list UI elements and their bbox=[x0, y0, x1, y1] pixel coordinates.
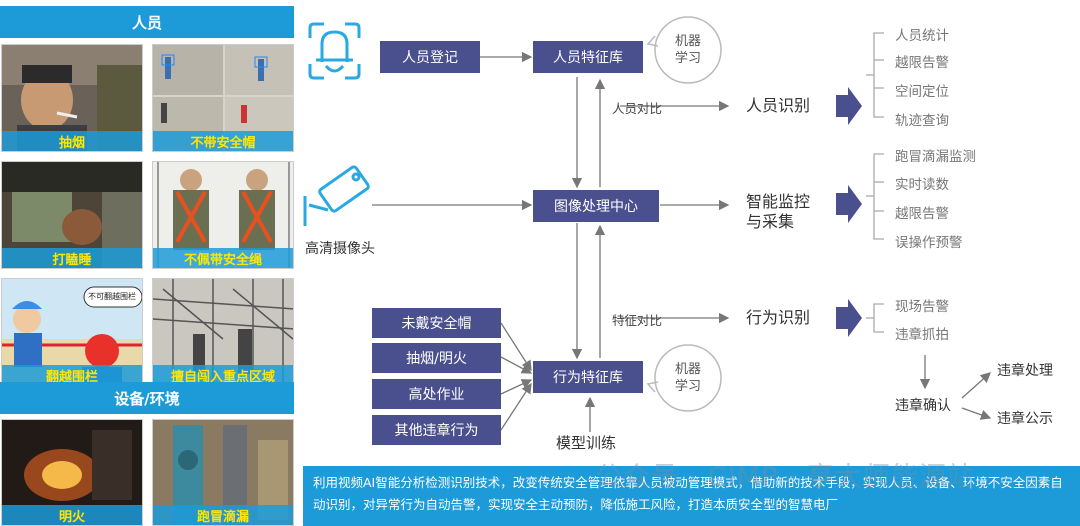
photo-smoking[interactable]: 抽烟 bbox=[1, 44, 143, 152]
big-arrow-behavior bbox=[836, 299, 862, 337]
photo-climb-fence[interactable]: 不可翻越围栏 翻越围栏 bbox=[1, 278, 143, 386]
photo-intrusion[interactable]: 擅自闯入重点区域 bbox=[152, 278, 294, 386]
behavior-output-0: 现场告警 bbox=[895, 299, 949, 315]
camera-label: 高清摄像头 bbox=[305, 241, 375, 257]
photo-no-harness[interactable]: 不佩带安全绳 bbox=[152, 161, 294, 269]
smoking-scene-image bbox=[2, 45, 142, 151]
photo-leak[interactable]: 跑冒滴漏 bbox=[152, 419, 294, 526]
photo-caption: 不佩带安全绳 bbox=[153, 248, 293, 268]
speech-bubble-text: 不可翻越围栏 bbox=[88, 292, 136, 301]
ml-label-bottom: 机器 学习 bbox=[674, 362, 701, 394]
feature-compare-label: 特征对比 bbox=[612, 313, 663, 328]
face-scan-icon bbox=[308, 22, 361, 80]
monitor-output-0: 跑冒滴漏监测 bbox=[895, 149, 976, 165]
person-register-box[interactable]: 人员登记 bbox=[380, 41, 480, 73]
photo-caption: 明火 bbox=[2, 505, 142, 525]
behavior-output-1: 违章抓拍 bbox=[895, 327, 949, 343]
description-banner: 利用视频AI智能分析检测识别技术，改变传统安全管理依靠人员被动管理模式，借助新的… bbox=[303, 466, 1080, 526]
watermark-text: 公众号 · CIMP · 亭大师能源站 bbox=[595, 462, 975, 493]
model-training-label: 模型训练 bbox=[556, 434, 617, 452]
violation-handle-label: 违章处理 bbox=[997, 363, 1053, 379]
image-center-box[interactable]: 图像处理中心 bbox=[533, 190, 659, 222]
monitor-output-2: 越限告警 bbox=[895, 206, 949, 222]
person-output-2: 空间定位 bbox=[895, 84, 949, 100]
personnel-header: 人员 bbox=[0, 6, 294, 38]
equipment-header: 设备/环境 bbox=[0, 382, 294, 414]
person-compare-label: 人员对比 bbox=[612, 101, 663, 116]
smart-monitor-label: 智能监控 与采集 bbox=[746, 192, 811, 231]
camera-icon bbox=[303, 165, 370, 226]
behavior-item-other[interactable]: 其他违章行为 bbox=[372, 415, 501, 445]
photo-dozing[interactable]: 打瞌睡 bbox=[1, 161, 143, 269]
photo-caption: 擅自闯入重点区域 bbox=[153, 365, 293, 385]
violation-publish-label: 违章公示 bbox=[997, 411, 1053, 427]
person-output-1: 越限告警 bbox=[895, 55, 949, 71]
person-recognition-label: 人员识别 bbox=[746, 96, 811, 115]
violation-confirm-label: 违章确认 bbox=[895, 398, 951, 414]
monitor-output-1: 实时读数 bbox=[895, 177, 949, 193]
behavior-item-smoking[interactable]: 抽烟/明火 bbox=[372, 343, 501, 373]
behavior-recognition-label: 行为识别 bbox=[746, 308, 811, 327]
behavior-db-box[interactable]: 行为特征库 bbox=[533, 361, 643, 393]
big-arrow-monitor bbox=[836, 185, 862, 223]
flow-diagram bbox=[303, 16, 992, 432]
photo-caption: 抽烟 bbox=[2, 131, 142, 151]
big-arrow-person bbox=[836, 87, 862, 125]
photo-caption: 打瞌睡 bbox=[2, 248, 142, 268]
monitor-output-3: 误操作预警 bbox=[895, 235, 963, 251]
ml-circle-top bbox=[654, 16, 722, 84]
person-output-0: 人员统计 bbox=[895, 28, 949, 44]
photo-caption: 不带安全帽 bbox=[153, 131, 293, 151]
behavior-item-height[interactable]: 高处作业 bbox=[372, 379, 501, 409]
photo-caption: 跑冒滴漏 bbox=[153, 505, 293, 525]
photo-caption: 翻越围栏 bbox=[2, 365, 142, 385]
photo-no-helmet[interactable]: 不带安全帽 bbox=[152, 44, 294, 152]
ml-circle-bottom bbox=[654, 344, 722, 412]
person-db-box[interactable]: 人员特征库 bbox=[533, 41, 643, 73]
person-output-3: 轨迹查询 bbox=[895, 113, 949, 129]
behavior-item-helmet[interactable]: 未戴安全帽 bbox=[372, 308, 501, 338]
ml-label-top: 机器 学习 bbox=[674, 34, 701, 66]
